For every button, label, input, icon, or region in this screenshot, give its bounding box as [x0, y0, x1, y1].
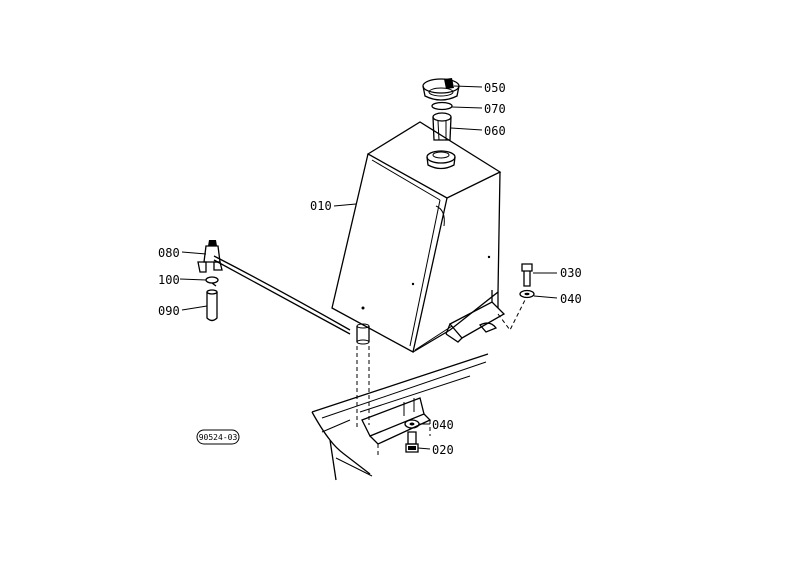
label-050: 050: [484, 81, 506, 95]
label-090: 090: [158, 304, 180, 318]
drawing-code-badge: 90524-03: [196, 429, 240, 445]
bolt-030: [521, 263, 533, 287]
label-010: 010: [310, 199, 332, 213]
label-060: 060: [484, 124, 506, 138]
drawing-code: 90524-03: [199, 433, 238, 442]
fuel-hose: [213, 255, 351, 335]
fuel-tank: [331, 121, 502, 353]
label-020: 020: [432, 443, 454, 457]
label-070: 070: [484, 102, 506, 116]
gasket: [431, 101, 453, 111]
strainer: [432, 112, 452, 141]
filler-neck: [426, 150, 456, 170]
label-080: 080: [158, 246, 180, 260]
outlet-pipe: [356, 323, 370, 430]
washer-040-top: [519, 289, 535, 299]
label-030: 030: [560, 266, 582, 280]
fuel-cock: [197, 240, 223, 273]
fuel-cap: [422, 78, 460, 101]
fuel-filter: [206, 289, 218, 322]
bolt-020: [405, 431, 419, 453]
washer-040-bottom: [404, 419, 420, 429]
hose-clamp: [205, 276, 219, 287]
vehicle-frame: [311, 353, 489, 481]
leader-lines: [179, 85, 558, 450]
label-040-bottom: 040: [432, 418, 454, 432]
label-040-top: 040: [560, 292, 582, 306]
tank-bracket-right: [445, 290, 526, 343]
label-100: 100: [158, 273, 180, 287]
